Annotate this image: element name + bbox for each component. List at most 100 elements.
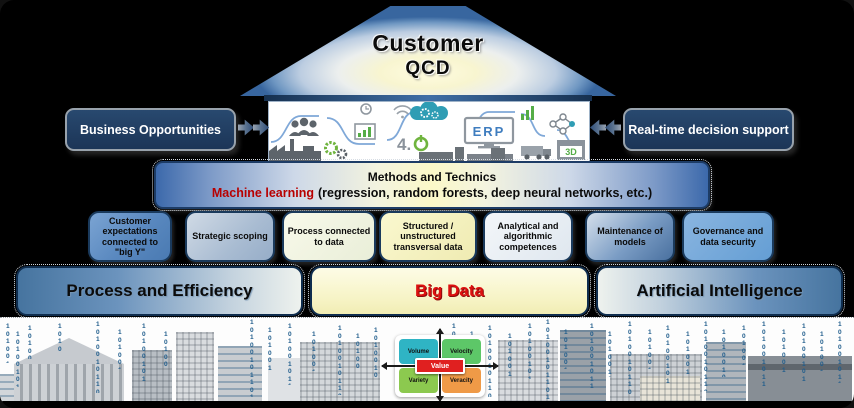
arrow-right-icon — [238, 119, 254, 136]
binary-stream: 1010010110100101101001011010010110100101 — [704, 321, 708, 391]
erp-monitor-icon: ERP — [463, 116, 515, 149]
binary-stream: 1010010110100101101001011010010110100101 — [802, 323, 806, 381]
customer-pyramid: Customer QCD — [240, 6, 616, 96]
binary-stream: 1010010110100101101001011010010110100101 — [312, 331, 316, 371]
four-vs-diagram: Volume Velocity Variety Veracity Value — [381, 328, 499, 402]
building — [498, 340, 558, 402]
binary-stream: 1010010110100101101001011010010110100101 — [356, 333, 360, 369]
capability-box-transversal-data: Structured / unstructured transversal da… — [379, 211, 477, 262]
capability-label: Maintenance of models — [597, 226, 663, 247]
industry-40-label: 4. — [397, 135, 411, 154]
factory-icon — [269, 139, 321, 162]
binary-stream: 1010010110100101101001011010010110100101 — [590, 323, 594, 389]
bar-chart-icon — [354, 123, 376, 140]
arrow-right-icon — [493, 361, 499, 370]
capability-box-process-data: Process connected to data — [282, 211, 376, 262]
value-center-box: Value — [415, 358, 465, 374]
binary-stream: 1010010110100101101001011010010110100101 — [528, 323, 532, 379]
building — [640, 376, 700, 402]
binary-stream: 1010010110100101101001011010010110100101 — [58, 323, 62, 353]
pillar-label: Process and Efficiency — [66, 281, 253, 300]
qcd-label: QCD — [405, 58, 451, 79]
erp-label: ERP — [473, 124, 506, 139]
realtime-decision-label: Real-time decision support — [628, 122, 789, 137]
binary-stream: 1010010110100101101001011010010110100101 — [546, 319, 550, 399]
machine-learning-label: Machine learning — [211, 186, 314, 200]
binary-stream: 1010010110100101101001011010010110100101 — [742, 325, 746, 365]
binary-stream: 1010010110100101101001011010010110100101 — [118, 329, 122, 369]
city-silhouette — [419, 147, 513, 162]
capability-box-analytical-competences: Analytical and algorithmic competences — [483, 211, 573, 262]
building — [560, 330, 606, 402]
capability-label: Governance and data security — [692, 226, 764, 247]
building — [748, 356, 852, 402]
industry-40-collage: 4. ERP 3D — [268, 101, 590, 163]
binary-stream: 1010010110100101101001011010010110100101 — [508, 333, 512, 377]
binary-stream: 1010010110100101101001011010010110100101 — [164, 331, 168, 367]
capability-box-strategic-scoping: Strategic scoping — [185, 211, 275, 262]
capability-label: Customer expectations connected to "big … — [101, 215, 158, 258]
business-opportunities-box: Business Opportunities — [65, 108, 236, 151]
arrow-down-icon — [435, 396, 444, 402]
binary-stream: 1010010110100101101001011010010110100101 — [628, 321, 632, 395]
realtime-decision-box: Real-time decision support — [623, 108, 794, 151]
wifi-icon — [393, 105, 412, 119]
binary-stream: 1010010110100101101001011010010110100101 — [838, 321, 842, 383]
building-columns — [14, 364, 124, 402]
business-opportunities-label: Business Opportunities — [80, 122, 221, 137]
truck-icon — [521, 146, 551, 160]
molecule-icon — [549, 113, 575, 135]
binary-stream: 1010010110100101101001011010010110100101 — [16, 331, 20, 387]
3d-printer-icon: 3D — [557, 140, 585, 160]
binary-stream: 1010010110100101101001011010010110100101 — [288, 323, 292, 385]
building — [176, 332, 214, 402]
building — [218, 346, 262, 402]
pillar-big-data: Big Data — [308, 264, 591, 318]
binary-stream: 1010010110100101101001011010010110100101 — [338, 325, 342, 395]
building — [300, 342, 380, 402]
pillar-label: Artificial Intelligence — [636, 281, 803, 300]
binary-stream: 1010010110100101101001011010010110100101 — [142, 323, 146, 383]
binary-stream: 1010010110100101101001011010010110100101 — [722, 329, 726, 377]
binary-stream: 1010010110100101101001011010010110100101 — [762, 321, 766, 387]
people-icon — [289, 117, 319, 136]
pyramid-base-bar — [264, 95, 592, 101]
gears-icon — [324, 141, 348, 160]
machine-learning-detail: (regression, random forests, deep neural… — [317, 186, 653, 200]
binary-stream: 1010010110100101101001011010010110100101 — [608, 331, 612, 377]
capability-label: Analytical and algorithmic competences — [497, 220, 559, 252]
binary-stream: 1010010110100101101001011010010110100101 — [96, 321, 100, 393]
capability-label: Strategic scoping — [192, 231, 268, 242]
binary-stream: 1010010110100101101001011010010110100101 — [250, 319, 254, 397]
building — [706, 342, 746, 402]
capability-label: Structured / unstructured transversal da… — [393, 220, 463, 252]
binary-stream: 1010010110100101101001011010010110100101 — [6, 323, 10, 363]
binary-stream: 1010010110100101101001011010010110100101 — [782, 329, 786, 373]
clock-icon — [360, 103, 372, 115]
binary-stream: 1010010110100101101001011010010110100101 — [648, 329, 652, 369]
threed-label: 3D — [565, 147, 577, 157]
arrow-left-icon — [590, 119, 606, 136]
capability-label: Process connected to data — [287, 226, 371, 247]
binary-stream: 1010010110100101101001011010010110100101 — [666, 325, 670, 385]
binary-stream: 1010010110100101101001011010010110100101 — [820, 331, 824, 371]
arrow-right-icon — [253, 119, 269, 136]
binary-stream: 1010010110100101101001011010010110100101 — [28, 325, 32, 359]
building — [268, 358, 302, 402]
arrow-left-icon — [605, 119, 621, 136]
capability-box-maintenance-models: Maintenance of models — [585, 211, 675, 262]
methods-banner: Methods and Technics Machine learning(re… — [152, 159, 712, 211]
arrow-up-icon — [435, 328, 444, 334]
capability-box-customer-expectations: Customer expectations connected to "big … — [88, 211, 172, 262]
machine-learning-line: Machine learning(regression, random fore… — [212, 186, 652, 200]
cloud-gears-icon — [410, 102, 448, 120]
bottom-border — [0, 401, 854, 408]
binary-stream: 1010010110100101101001011010010110100101 — [268, 327, 272, 371]
binary-stream: 1010010110100101101001011010010110100101 — [564, 329, 568, 369]
pillar-artificial-intelligence: Artificial Intelligence — [594, 264, 845, 318]
building — [0, 374, 14, 402]
capability-box-governance-security: Governance and data security — [682, 211, 774, 262]
building — [132, 350, 172, 402]
growth-chart-icon — [521, 106, 534, 120]
